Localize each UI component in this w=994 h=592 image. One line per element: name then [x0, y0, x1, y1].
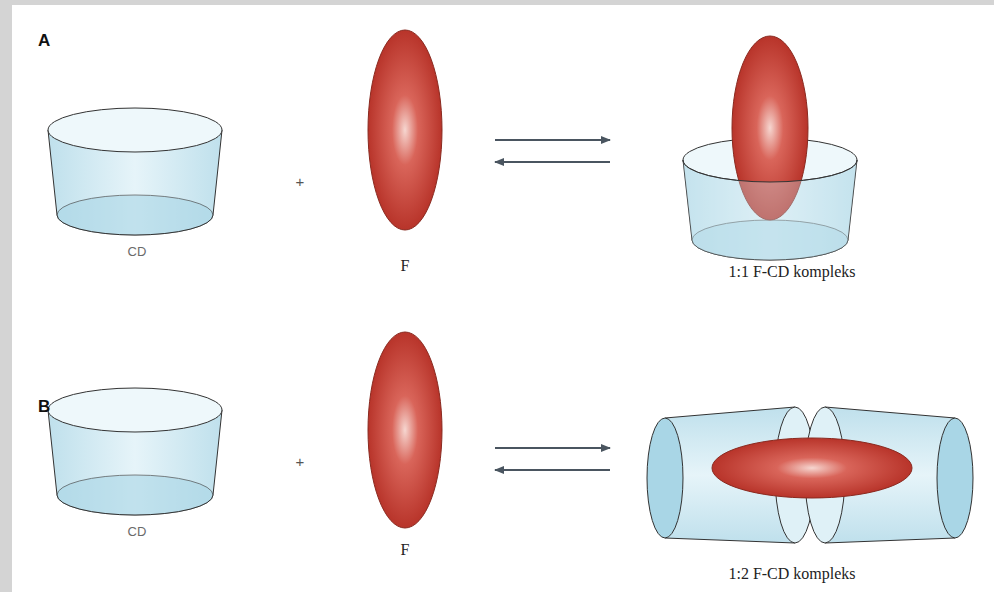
plus-sign: +: [296, 454, 305, 471]
plus-sign: +: [296, 174, 305, 191]
frame-band: [0, 0, 994, 5]
complex-1-2: [647, 407, 973, 543]
equilibrium-arrow: [495, 161, 610, 163]
panel-letter: B: [38, 398, 50, 417]
equilibrium-arrow: [495, 469, 610, 471]
panel-letter: A: [38, 32, 50, 51]
cyclodextrin-cup: [48, 388, 222, 515]
component-label: CD: [128, 245, 147, 259]
component-label: F: [401, 257, 410, 275]
complex-1-1: [683, 36, 857, 260]
frame-band: [0, 0, 12, 592]
component-label: F: [401, 541, 410, 559]
complex-label: 1:1 F-CD kompleks: [728, 263, 855, 281]
fluorophore-ellipse: [368, 332, 442, 528]
component-label: CD: [128, 525, 147, 539]
equilibrium-arrow: [495, 447, 610, 449]
equilibrium-arrow: [495, 139, 610, 141]
fluorophore-ellipse: [368, 30, 442, 230]
cyclodextrin-cup: [48, 108, 222, 235]
complex-label: 1:2 F-CD kompleks: [728, 565, 855, 583]
